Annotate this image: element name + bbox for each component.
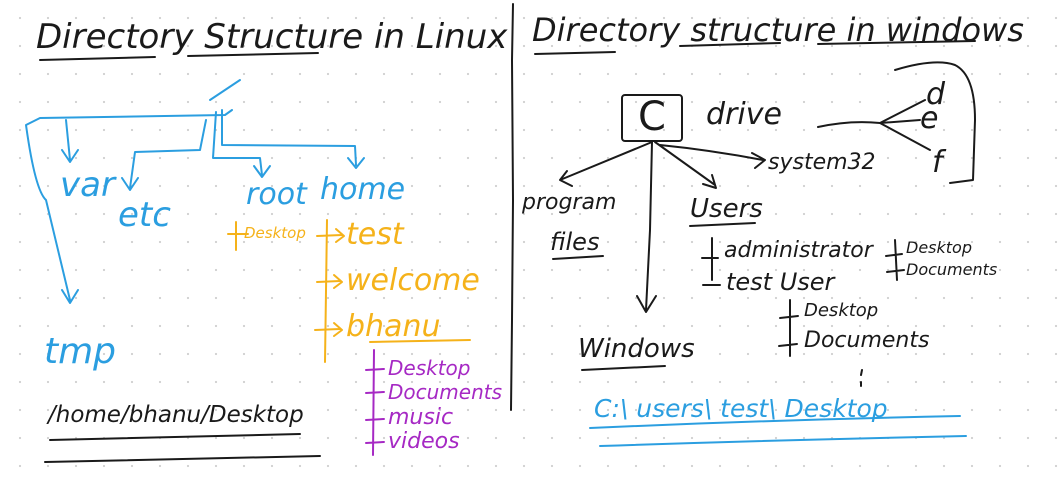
arrow-to-root [212, 111, 271, 178]
node-test: test [346, 217, 404, 252]
arrow-to-home [221, 109, 365, 169]
linux-title-underline-1 [39, 56, 156, 61]
node-test-user: test User [726, 268, 835, 296]
admin-tree [885, 239, 905, 281]
branch-bhanu [314, 322, 343, 337]
linux-title: Directory Structure in Linux [36, 17, 508, 57]
node-windows: Windows [578, 334, 695, 364]
linux-example-path: /home/bhanu/Desktop [48, 402, 304, 428]
windows-underline [581, 365, 666, 371]
node-etc: etc [118, 195, 171, 235]
test-user-tree [778, 299, 799, 357]
arrow-to-system32 [659, 144, 766, 169]
files-underline [552, 255, 604, 260]
arrow-to-etc [121, 119, 207, 191]
center-divider [510, 3, 514, 411]
node-e: e [920, 101, 939, 136]
drive-branch-e [879, 119, 921, 124]
bhanu-tree-trunk [372, 349, 375, 456]
bhanu-branches [365, 368, 385, 444]
node-bhanu-documents: Documents [388, 380, 503, 404]
linux-path-underline-2 [44, 455, 321, 463]
node-bhanu: bhanu [346, 309, 441, 344]
node-bhanu-desktop: Desktop [388, 356, 471, 380]
node-system32: system32 [768, 150, 876, 175]
windows-title-underline-2 [679, 42, 781, 47]
node-d: d [926, 77, 946, 112]
node-welcome: welcome [346, 263, 480, 298]
branch-welcome [316, 274, 343, 289]
root-to-tmp-arrow [25, 109, 233, 304]
arrow-to-var [61, 119, 79, 163]
home-tree-trunk [324, 219, 328, 363]
node-tmp: tmp [44, 331, 117, 372]
linux-title-underline-2 [187, 52, 319, 57]
drive-branch-f [879, 122, 931, 151]
drive-bracket [894, 61, 976, 184]
node-bhanu-videos: videos [388, 429, 460, 454]
node-test-user-documents: Documents [804, 328, 930, 353]
node-admin-desktop: Desktop [906, 238, 972, 257]
users-underline [689, 222, 756, 227]
bhanu-underline [369, 339, 471, 343]
root-stroke [209, 79, 241, 101]
node-bhanu-music: music [388, 405, 454, 430]
node-admin-documents: Documents [906, 260, 998, 279]
drive-branch-d [879, 99, 926, 124]
node-home-desktop: Desktop [244, 224, 306, 242]
branch-test [316, 228, 345, 243]
windows-path-underline-2 [599, 435, 967, 447]
arrow-to-users [654, 141, 717, 189]
node-home: home [320, 172, 406, 207]
linux-path-underline-1 [49, 433, 301, 441]
node-f: f [932, 145, 943, 180]
home-branch-desktop [227, 221, 249, 251]
windows-path-underline-1 [589, 415, 961, 429]
windows-example-path: C:\ users\ test\ Desktop [594, 394, 888, 423]
windows-title-underline-3 [817, 40, 976, 45]
node-c: C [638, 94, 666, 140]
node-program: program [522, 190, 617, 215]
windows-title-underline-1 [534, 51, 616, 55]
node-root: root [246, 177, 307, 212]
ellipsis [860, 369, 863, 387]
node-files: files [550, 228, 600, 256]
node-drive: drive [706, 97, 782, 132]
users-tree [701, 237, 721, 286]
node-var: var [60, 165, 115, 205]
node-users: Users [690, 194, 763, 224]
arrow-to-windows [636, 141, 657, 313]
node-test-user-desktop: Desktop [804, 300, 879, 321]
arrow-to-program-files [559, 141, 653, 187]
windows-title: Directory structure in windows [532, 11, 1024, 49]
node-administrator: administrator [724, 238, 873, 263]
drive-line [817, 121, 881, 128]
